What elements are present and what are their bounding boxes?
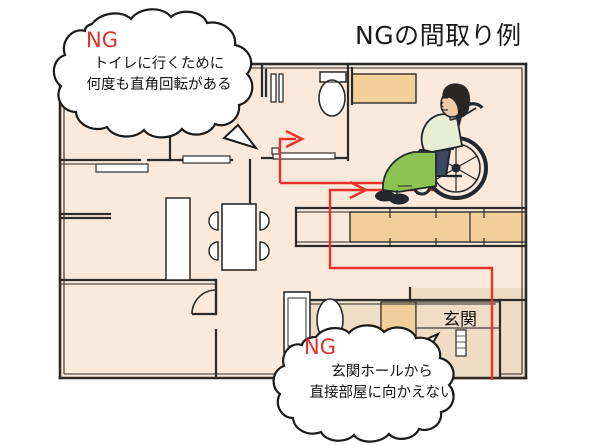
toilet-icon <box>318 71 347 117</box>
room-label-genkan: 玄関 <box>443 310 477 330</box>
kitchen-unit <box>165 197 191 281</box>
toilet-counter <box>270 73 284 103</box>
bubble-bottom <box>272 324 455 443</box>
outer-walls-inner-line <box>63 67 523 375</box>
bubble-top <box>52 8 259 150</box>
chair <box>208 211 270 261</box>
shoe-cabinet <box>455 329 467 357</box>
band-ticks <box>389 208 485 246</box>
wheelchair-user <box>375 83 488 205</box>
page-title: NGの間取り例 <box>355 21 522 50</box>
route-arrowheads <box>285 129 369 200</box>
dining-table <box>221 203 257 271</box>
left-counters <box>95 155 231 173</box>
door-swing <box>191 289 218 316</box>
